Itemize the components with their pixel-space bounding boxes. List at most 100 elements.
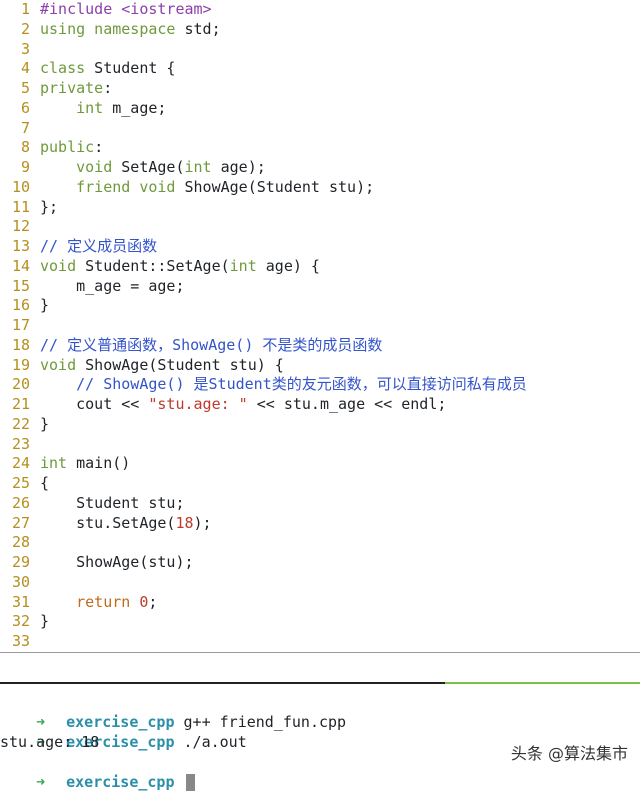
code-token: : [94,138,104,157]
code-token: ShowAge(Student stu) { [76,355,284,374]
code-token: main() [67,454,131,473]
code-text: // 定义成员函数 [40,237,157,257]
prompt-directory: exercise_cpp [66,713,175,731]
code-line[interactable]: 30 [0,573,640,593]
code-token [40,593,76,611]
code-text: stu.SetAge(18); [40,513,211,534]
code-text: m_age = age; [40,276,185,297]
code-line[interactable]: 31 return 0; [0,593,640,613]
code-token: "stu.age: " [148,395,248,413]
line-number: 4 [20,59,30,78]
code-token: ; [148,592,158,611]
code-token: Student stu; [40,493,185,512]
code-line[interactable]: 29 ShowAge(stu); [0,553,640,573]
code-token: int [76,98,104,117]
code-line[interactable]: 22} [0,415,640,435]
code-text: class Student { [40,59,175,79]
code-text: return 0; [40,593,157,613]
code-line[interactable]: 18// 定义普通函数，ShowAge() 不是类的成员函数 [0,336,640,356]
line-number: 18 [11,335,30,354]
code-line[interactable]: 12 [0,217,640,237]
code-line[interactable]: 11}; [0,198,640,218]
code-token: 0 [139,592,149,611]
line-number: 17 [11,316,30,334]
line-number: 8 [20,138,30,157]
watermark: 头条 @算法集市 [510,744,628,763]
code-token: m_age = age; [40,276,185,295]
code-line[interactable]: 8 public: [0,138,640,158]
line-number: 10 [11,177,30,196]
code-token: #include <iostream> [40,0,212,18]
code-text: Student stu; [40,493,185,514]
code-token: void [40,256,77,275]
code-text: void ShowAge(Student stu) { [40,356,284,376]
code-line[interactable]: 28 [0,533,640,553]
code-line[interactable]: 15 m_age = age; [0,277,640,297]
code-token: : [103,79,113,97]
line-number: 14 [11,256,30,275]
code-line[interactable]: 16} [0,296,640,316]
code-text: } [40,296,49,316]
code-line[interactable]: 26 Student stu; [0,494,640,514]
code-line[interactable]: 1 #include <iostream> [0,0,640,20]
line-number: 27 [11,513,30,532]
code-editor[interactable]: 1 #include <iostream> 2 using namespace std… [0,0,640,652]
code-line[interactable]: 4 class Student { [0,59,640,79]
code-token: 18 [175,513,194,532]
code-line[interactable]: 3 [0,40,640,60]
line-number: 2 [20,19,30,38]
code-line[interactable]: 25 { [0,474,640,494]
status-bar-left [0,682,445,684]
code-line[interactable]: 19 void ShowAge(Student stu) { [0,356,640,376]
line-number: 19 [11,355,30,374]
code-token: private [40,79,104,97]
code-line[interactable]: 2 using namespace std; [0,20,640,40]
terminal-command: ./a.out [183,733,247,751]
code-text: { [40,474,49,494]
line-number: 32 [11,612,30,631]
code-line[interactable]: 23 [0,435,640,455]
code-line[interactable]: 21 cout << "stu.age: " << stu.m_age << e… [0,395,640,415]
code-line[interactable]: 13// 定义成员函数 [0,237,640,257]
code-token: ShowAge(Student stu); [175,177,375,196]
code-token: ShowAge(stu); [40,553,194,571]
code-token: // ShowAge() 是Student类的友元函数，可以直接访问私有成员 [76,375,527,394]
line-number: 30 [11,572,30,591]
code-token: class [40,59,86,78]
code-token: age); [211,158,266,176]
terminal-line: ➜exercise_cpp g++ friend_fun.cpp [0,692,640,731]
code-line[interactable]: 27 stu.SetAge(18); [0,514,640,534]
code-text: }; [40,198,58,218]
code-line[interactable]: 10 friend void ShowAge(Student stu); [0,178,640,198]
code-line[interactable]: 33 [0,632,640,652]
code-line[interactable]: 32} [0,612,640,632]
terminal-cursor[interactable] [185,774,195,791]
code-token [130,593,139,611]
line-number: 25 [11,474,30,492]
code-token: // 定义成员函数 [40,237,158,255]
code-line[interactable]: 7 [0,119,640,139]
code-text: friend void ShowAge(Student stu); [40,178,374,198]
code-text: ShowAge(stu); [40,553,194,573]
status-bar [0,682,640,685]
code-token: } [40,296,50,315]
code-text: int m_age; [40,99,166,119]
code-token: m_age; [103,98,167,117]
code-token [40,375,76,393]
code-line[interactable]: 9 void SetAge(int age); [0,158,640,178]
code-text: cout << "stu.age: " << stu.m_age << endl… [40,395,446,415]
code-text: public: [40,138,103,158]
code-text: void SetAge(int age); [40,158,266,178]
code-token [40,99,76,117]
code-token: int [40,454,68,473]
terminal-command: g++ friend_fun.cpp [183,713,347,731]
code-token: } [40,612,50,631]
line-number: 1 [20,0,30,18]
code-line[interactable]: 17 [0,316,640,336]
code-line[interactable]: 6 int m_age; [0,99,640,119]
code-text: using namespace std; [40,20,221,40]
code-line[interactable]: 20 // ShowAge() 是Student类的友元函数，可以直接访问私有成… [0,375,640,395]
